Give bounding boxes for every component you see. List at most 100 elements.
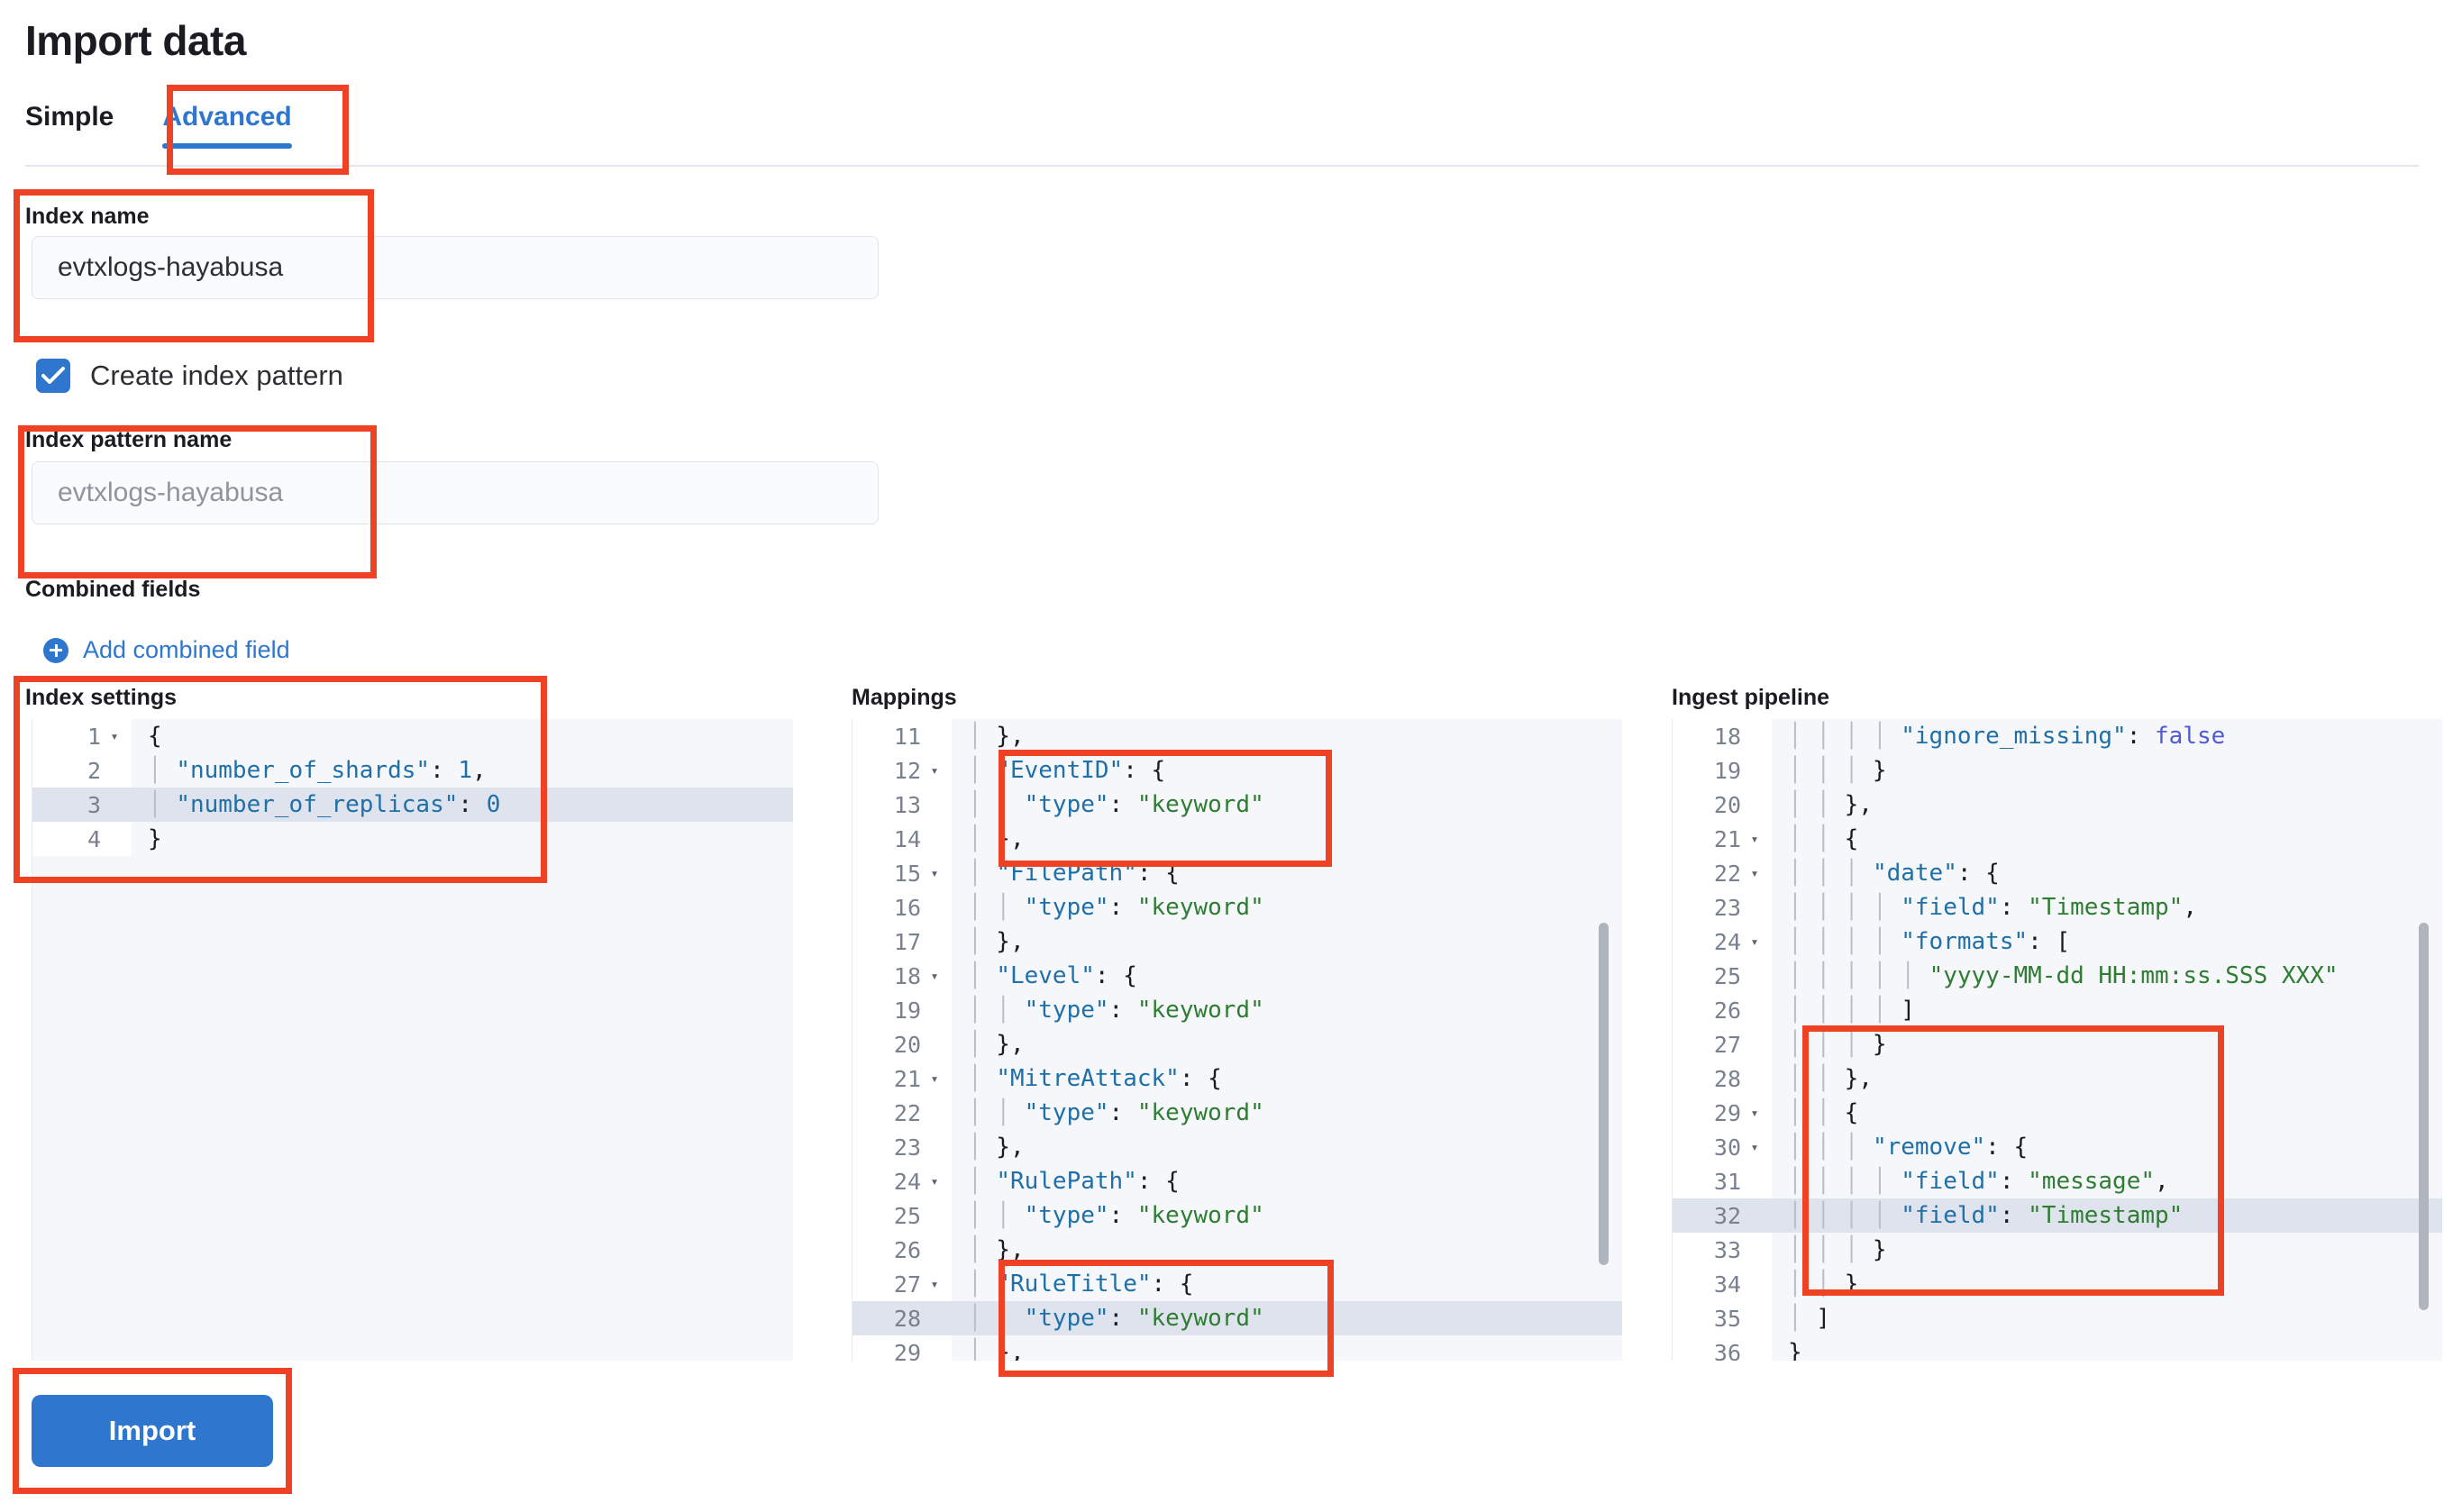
- checkmark-icon: [41, 367, 65, 384]
- code-line[interactable]: 3│ "number_of_replicas": 0: [32, 788, 793, 822]
- code-text: │ },: [968, 1339, 1025, 1361]
- line-number: 28: [1673, 1061, 1772, 1096]
- index-name-input[interactable]: evtxlogs-hayabusa: [32, 236, 879, 299]
- index-settings-editor[interactable]: 1▾{2│ "number_of_shards": 1,3│ "number_o…: [32, 719, 793, 1361]
- line-number: 26: [853, 1233, 952, 1267]
- line-number: 4: [32, 822, 132, 856]
- create-index-pattern-checkbox[interactable]: [36, 359, 70, 393]
- code-line[interactable]: 22│ │ "type": "keyword": [853, 1096, 1622, 1130]
- code-line[interactable]: 20│ },: [853, 1027, 1622, 1061]
- code-line[interactable]: 18▾ │ "Level": {: [853, 959, 1622, 993]
- code-line[interactable]: 31│ │ │ │ "field": "message",: [1673, 1164, 2442, 1198]
- tab-simple[interactable]: Simple: [25, 95, 137, 156]
- code-line[interactable]: 35│ ]: [1673, 1301, 2442, 1335]
- add-combined-field-button[interactable]: Add combined field: [43, 636, 290, 664]
- code-text: │ },: [968, 1236, 1025, 1263]
- line-number: 27: [1673, 1027, 1772, 1061]
- code-text: │ "RuleTitle": {: [968, 1271, 1194, 1298]
- mappings-editor[interactable]: 11│ },12▾│ "EventID": {13│ │ "type": "ke…: [852, 719, 1622, 1361]
- line-number: 33: [1673, 1233, 1772, 1267]
- code-line[interactable]: 28│ │ },: [1673, 1061, 2442, 1096]
- mappings-scrollbar-thumb[interactable]: [1599, 923, 1609, 1265]
- code-line[interactable]: 28 │ │ "type": "keyword": [853, 1301, 1622, 1335]
- code-line[interactable]: 27 │ │ │ }: [1673, 1027, 2442, 1061]
- line-number: 1▾: [32, 719, 132, 753]
- code-text: │ │ │ }: [1788, 1031, 1887, 1058]
- line-number: 28: [853, 1301, 952, 1335]
- code-text: │ │ },: [1788, 791, 1873, 818]
- code-line[interactable]: 25 │ │ "type": "keyword": [853, 1198, 1622, 1233]
- code-line[interactable]: 16│ │ "type": "keyword": [853, 890, 1622, 925]
- line-number: 11: [853, 719, 952, 753]
- code-line[interactable]: 23│ │ │ │ "field": "Timestamp",: [1673, 890, 2442, 925]
- line-number: 15▾: [853, 856, 952, 890]
- index-pattern-name-input[interactable]: evtxlogs-hayabusa: [32, 461, 879, 524]
- code-text: │ },: [968, 928, 1025, 955]
- code-line[interactable]: 18│ │ │ │ "ignore_missing": false: [1673, 719, 2442, 753]
- index-settings-title: Index settings: [25, 685, 178, 710]
- code-line[interactable]: 13│ │ "type": "keyword": [853, 788, 1622, 822]
- line-number: 12▾: [853, 753, 952, 788]
- code-text: │ │ │ "date": {: [1788, 860, 2000, 887]
- code-line[interactable]: 1▾{: [32, 719, 793, 753]
- line-number: 26: [1673, 993, 1772, 1027]
- code-text: }: [1788, 1339, 1802, 1361]
- code-line[interactable]: 26 │ },: [853, 1233, 1622, 1267]
- code-line[interactable]: 34│ │ }: [1673, 1267, 2442, 1301]
- code-text: │ "MitreAttack": {: [968, 1065, 1222, 1092]
- code-line[interactable]: 17 │ },: [853, 925, 1622, 959]
- line-number: 20: [1673, 788, 1772, 822]
- create-index-pattern-label: Create index pattern: [90, 360, 343, 391]
- code-line[interactable]: 21▾│ "MitreAttack": {: [853, 1061, 1622, 1096]
- code-line[interactable]: 23│ },: [853, 1130, 1622, 1164]
- line-number: 17: [853, 925, 952, 959]
- code-text: │ "Level": {: [968, 962, 1137, 989]
- line-number: 22: [853, 1096, 952, 1130]
- code-line[interactable]: 25 │ │ │ │ │ "yyyy-MM-dd HH:mm:ss.SSS XXX…: [1673, 959, 2442, 993]
- code-text: │ │ │ │ │ "yyyy-MM-dd HH:mm:ss.SSS XXX": [1788, 962, 2339, 989]
- code-line[interactable]: 4}: [32, 822, 793, 856]
- code-text: │ │ │ │ ]: [1788, 997, 1915, 1024]
- code-line[interactable]: 20 │ │ },: [1673, 788, 2442, 822]
- line-number: 27▾: [853, 1267, 952, 1301]
- code-line[interactable]: 21▾│ │ {: [1673, 822, 2442, 856]
- mappings-title: Mappings: [852, 685, 957, 710]
- code-line[interactable]: 36}: [1673, 1335, 2442, 1361]
- code-line[interactable]: 26 │ │ │ │ ]: [1673, 993, 2442, 1027]
- line-number: 22▾: [1673, 856, 1772, 890]
- code-line[interactable]: 15▾│ "FilePath": {: [853, 856, 1622, 890]
- code-text: │ │ "type": "keyword": [968, 1202, 1264, 1229]
- line-number: 18▾: [853, 959, 952, 993]
- import-button[interactable]: Import: [32, 1395, 273, 1467]
- code-line[interactable]: 29│ },: [853, 1335, 1622, 1361]
- line-number: 25: [853, 1198, 952, 1233]
- ingest-pipeline-scrollbar-thumb[interactable]: [2419, 923, 2429, 1310]
- code-line[interactable]: 32│ │ │ │ "field": "Timestamp": [1673, 1198, 2442, 1233]
- code-line[interactable]: 30▾│ │ │ "remove": {: [1673, 1130, 2442, 1164]
- line-number: 2: [32, 753, 132, 788]
- line-number: 29▾: [1673, 1096, 1772, 1130]
- code-text: │ │ "type": "keyword": [968, 1305, 1264, 1332]
- code-line[interactable]: 19 │ │ │ }: [1673, 753, 2442, 788]
- code-line[interactable]: 27▾ │ "RuleTitle": {: [853, 1267, 1622, 1301]
- line-number: 19: [1673, 753, 1772, 788]
- code-text: │ │ │ }: [1788, 757, 1887, 784]
- code-line[interactable]: 22▾ │ │ │ "date": {: [1673, 856, 2442, 890]
- code-line[interactable]: 24▾│ │ │ │ "formats": [: [1673, 925, 2442, 959]
- create-index-pattern-row[interactable]: Create index pattern: [36, 359, 343, 393]
- tab-advanced[interactable]: Advanced: [137, 95, 316, 156]
- code-text: │ │ "type": "keyword": [968, 997, 1264, 1024]
- code-line[interactable]: 14│ },: [853, 822, 1622, 856]
- code-line[interactable]: 29▾│ │ {: [1673, 1096, 2442, 1130]
- code-line[interactable]: 33│ │ │ }: [1673, 1233, 2442, 1267]
- code-line[interactable]: 24▾│ "RulePath": {: [853, 1164, 1622, 1198]
- code-text: │ },: [968, 1134, 1025, 1161]
- code-line[interactable]: 12▾│ "EventID": {: [853, 753, 1622, 788]
- line-number: 25: [1673, 959, 1772, 993]
- code-line[interactable]: 2│ "number_of_shards": 1,: [32, 753, 793, 788]
- code-text: │ │ "type": "keyword": [968, 894, 1264, 921]
- code-text: }: [148, 825, 162, 852]
- code-line[interactable]: 11│ },: [853, 719, 1622, 753]
- code-line[interactable]: 19│ │ "type": "keyword": [853, 993, 1622, 1027]
